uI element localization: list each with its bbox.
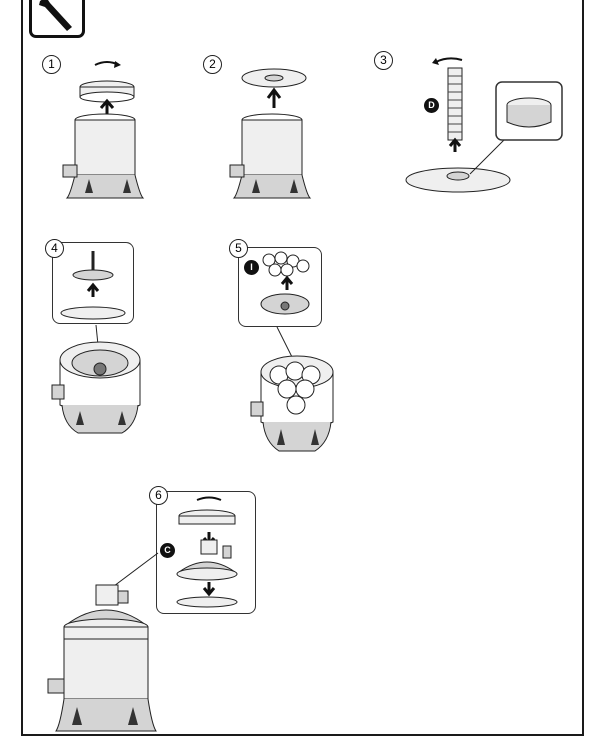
wrench-icon	[39, 0, 72, 31]
step-5-number: 5	[229, 239, 248, 258]
step-3-illustration	[405, 57, 563, 193]
step-6-illustration	[47, 552, 159, 732]
step-5-illustration	[250, 326, 334, 452]
lid-assembly-inset-illustration	[176, 496, 238, 608]
badge-i: I	[244, 260, 259, 275]
filter-balls-inset-illustration	[260, 251, 310, 315]
step-1-illustration	[62, 61, 145, 199]
step-4-illustration	[51, 324, 141, 434]
step-6-number: 6	[149, 486, 168, 505]
tool-header-box	[29, 0, 85, 38]
step-1-number: 1	[42, 55, 61, 74]
badge-d: D	[424, 98, 439, 113]
valve-insert-illustration	[60, 251, 126, 320]
step-2-illustration	[229, 68, 312, 199]
step-3-number: 3	[374, 51, 393, 70]
badge-c: C	[160, 543, 175, 558]
step-2-number: 2	[203, 55, 222, 74]
step-4-inset	[52, 242, 134, 324]
step-4-number: 4	[45, 239, 64, 258]
step-5-inset	[238, 247, 322, 327]
